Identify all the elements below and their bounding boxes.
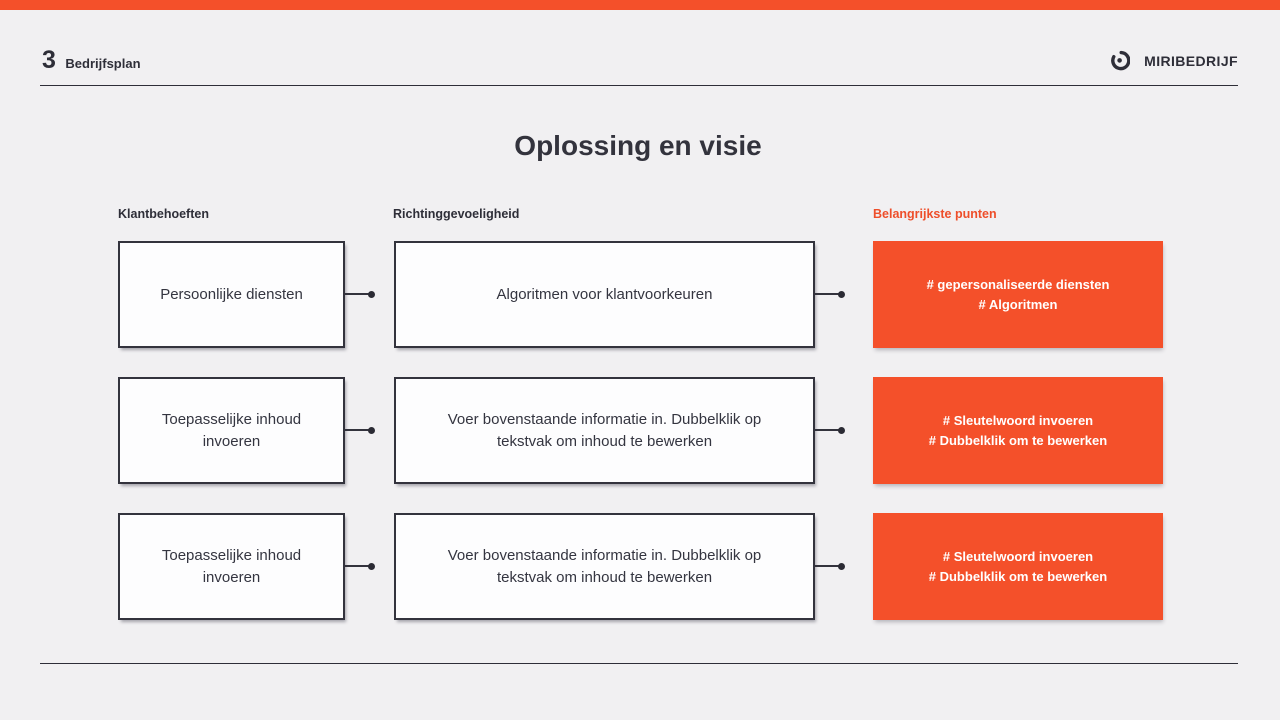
slide-number: 3 [42,46,57,74]
need-box-row1[interactable]: Persoonlijke diensten [118,241,345,348]
keypoint-line: # Algoritmen [978,296,1058,312]
keypoints-box-row2[interactable]: # Sleutelwoord invoeren # Dubbelklik om … [873,377,1163,484]
need-box-row3[interactable]: Toepasselijke inhoud invoeren [118,513,345,620]
slide-label: Bedrijfsplan [65,56,141,71]
need-text: Persoonlijke diensten [160,285,303,303]
accent-top-bar [0,0,1280,10]
keypoint-line: # Dubbelklik om te bewerken [928,432,1108,448]
direction-text: Voer bovenstaande informatie in. Dubbelk… [447,410,762,450]
connector-line [345,293,370,295]
connector-line [345,429,370,431]
keypoint-line: # Sleutelwoord invoeren [942,413,1094,428]
column-header-klantbehoeften: Klantbehoeften [118,207,209,221]
direction-text: Voer bovenstaande informatie in. Dubbelk… [447,546,762,586]
keypoint-line: # Sleutelwoord invoeren [942,549,1094,564]
connector-line [815,565,840,567]
connector-line [815,429,840,431]
connector-dot [368,290,375,298]
need-text: Toepasselijke inhoud invoeren [161,410,302,450]
connector-dot [368,426,375,434]
swirl-logo-icon [1111,50,1131,71]
slide-identifier: 3 Bedrijfsplan [42,46,141,75]
keypoint-line: # gepersonaliseerde diensten [926,277,1110,292]
keypoints-box-row1[interactable]: # gepersonaliseerde diensten # Algoritme… [873,241,1163,348]
header-divider [40,85,1238,86]
page-title: Oplossing en visie [514,130,762,161]
connector-dot [838,562,845,570]
connector-dot [368,562,375,570]
column-header-richtinggevoeligheid: Richtinggevoeligheid [393,207,520,221]
connector-line [815,293,840,295]
keypoints-box-row3[interactable]: # Sleutelwoord invoeren # Dubbelklik om … [873,513,1163,620]
need-box-row2[interactable]: Toepasselijke inhoud invoeren [118,377,345,484]
connector-dot [838,426,845,434]
direction-box-row1[interactable]: Algoritmen voor klantvoorkeuren [394,241,815,348]
connector-line [345,565,370,567]
brand-name: MIRIBEDRIJF [1144,52,1238,69]
direction-box-row3[interactable]: Voer bovenstaande informatie in. Dubbelk… [394,513,815,620]
footer-divider [40,663,1238,664]
keypoint-line: # Dubbelklik om te bewerken [928,568,1108,584]
slide-header: 3 Bedrijfsplan MIRIBEDRIJF [42,46,1238,75]
column-header-belangrijkste-punten: Belangrijkste punten [873,207,997,221]
direction-text: Algoritmen voor klantvoorkeuren [496,285,713,303]
need-text: Toepasselijke inhoud invoeren [161,546,302,586]
direction-box-row2[interactable]: Voer bovenstaande informatie in. Dubbelk… [394,377,815,484]
connector-dot [838,290,845,298]
brand-block: MIRIBEDRIJF [1109,50,1238,71]
